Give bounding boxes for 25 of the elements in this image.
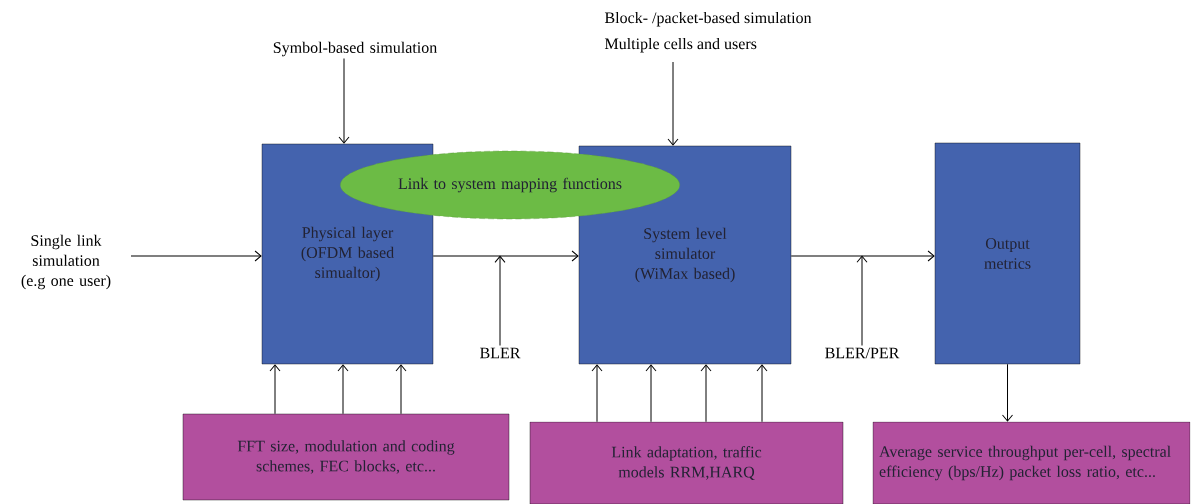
arrow	[1002, 363, 1013, 422]
parameter-box: FFT size, modulation and coding schemes, FEC blocks, etc...	[182, 413, 510, 501]
arrow	[645, 364, 657, 423]
caption-text: BLER/PER	[825, 347, 900, 359]
mapping-cloud: Link to system mapping functions	[340, 150, 680, 220]
caption-text: BLER	[480, 347, 521, 359]
arrow	[756, 364, 768, 423]
arrow	[432, 250, 579, 262]
parameter-box: Average service throughput per-cell, spectral efficiency (bps/Hz) packet loss ratio, etc...	[872, 421, 1191, 504]
arrow	[700, 364, 712, 423]
arrow	[269, 364, 281, 415]
process-box: Output metrics	[934, 142, 1081, 365]
arrow	[790, 250, 935, 262]
caption-text: Single link simulation (e.g one user)	[21, 234, 111, 290]
parameter-box: Link adaptation, traffic models RRM,HARQ	[529, 421, 844, 504]
arrow	[337, 364, 349, 415]
arrow	[591, 364, 603, 423]
arrow	[338, 58, 350, 144]
arrow	[667, 61, 679, 146]
caption-text: Symbol-based simulation	[273, 41, 437, 57]
arrow	[395, 364, 407, 415]
arrow	[856, 255, 868, 346]
arrow	[494, 255, 506, 347]
caption-text: Block- /packet-based simulation Multiple cells and users	[604, 11, 812, 53]
arrow	[130, 250, 262, 262]
